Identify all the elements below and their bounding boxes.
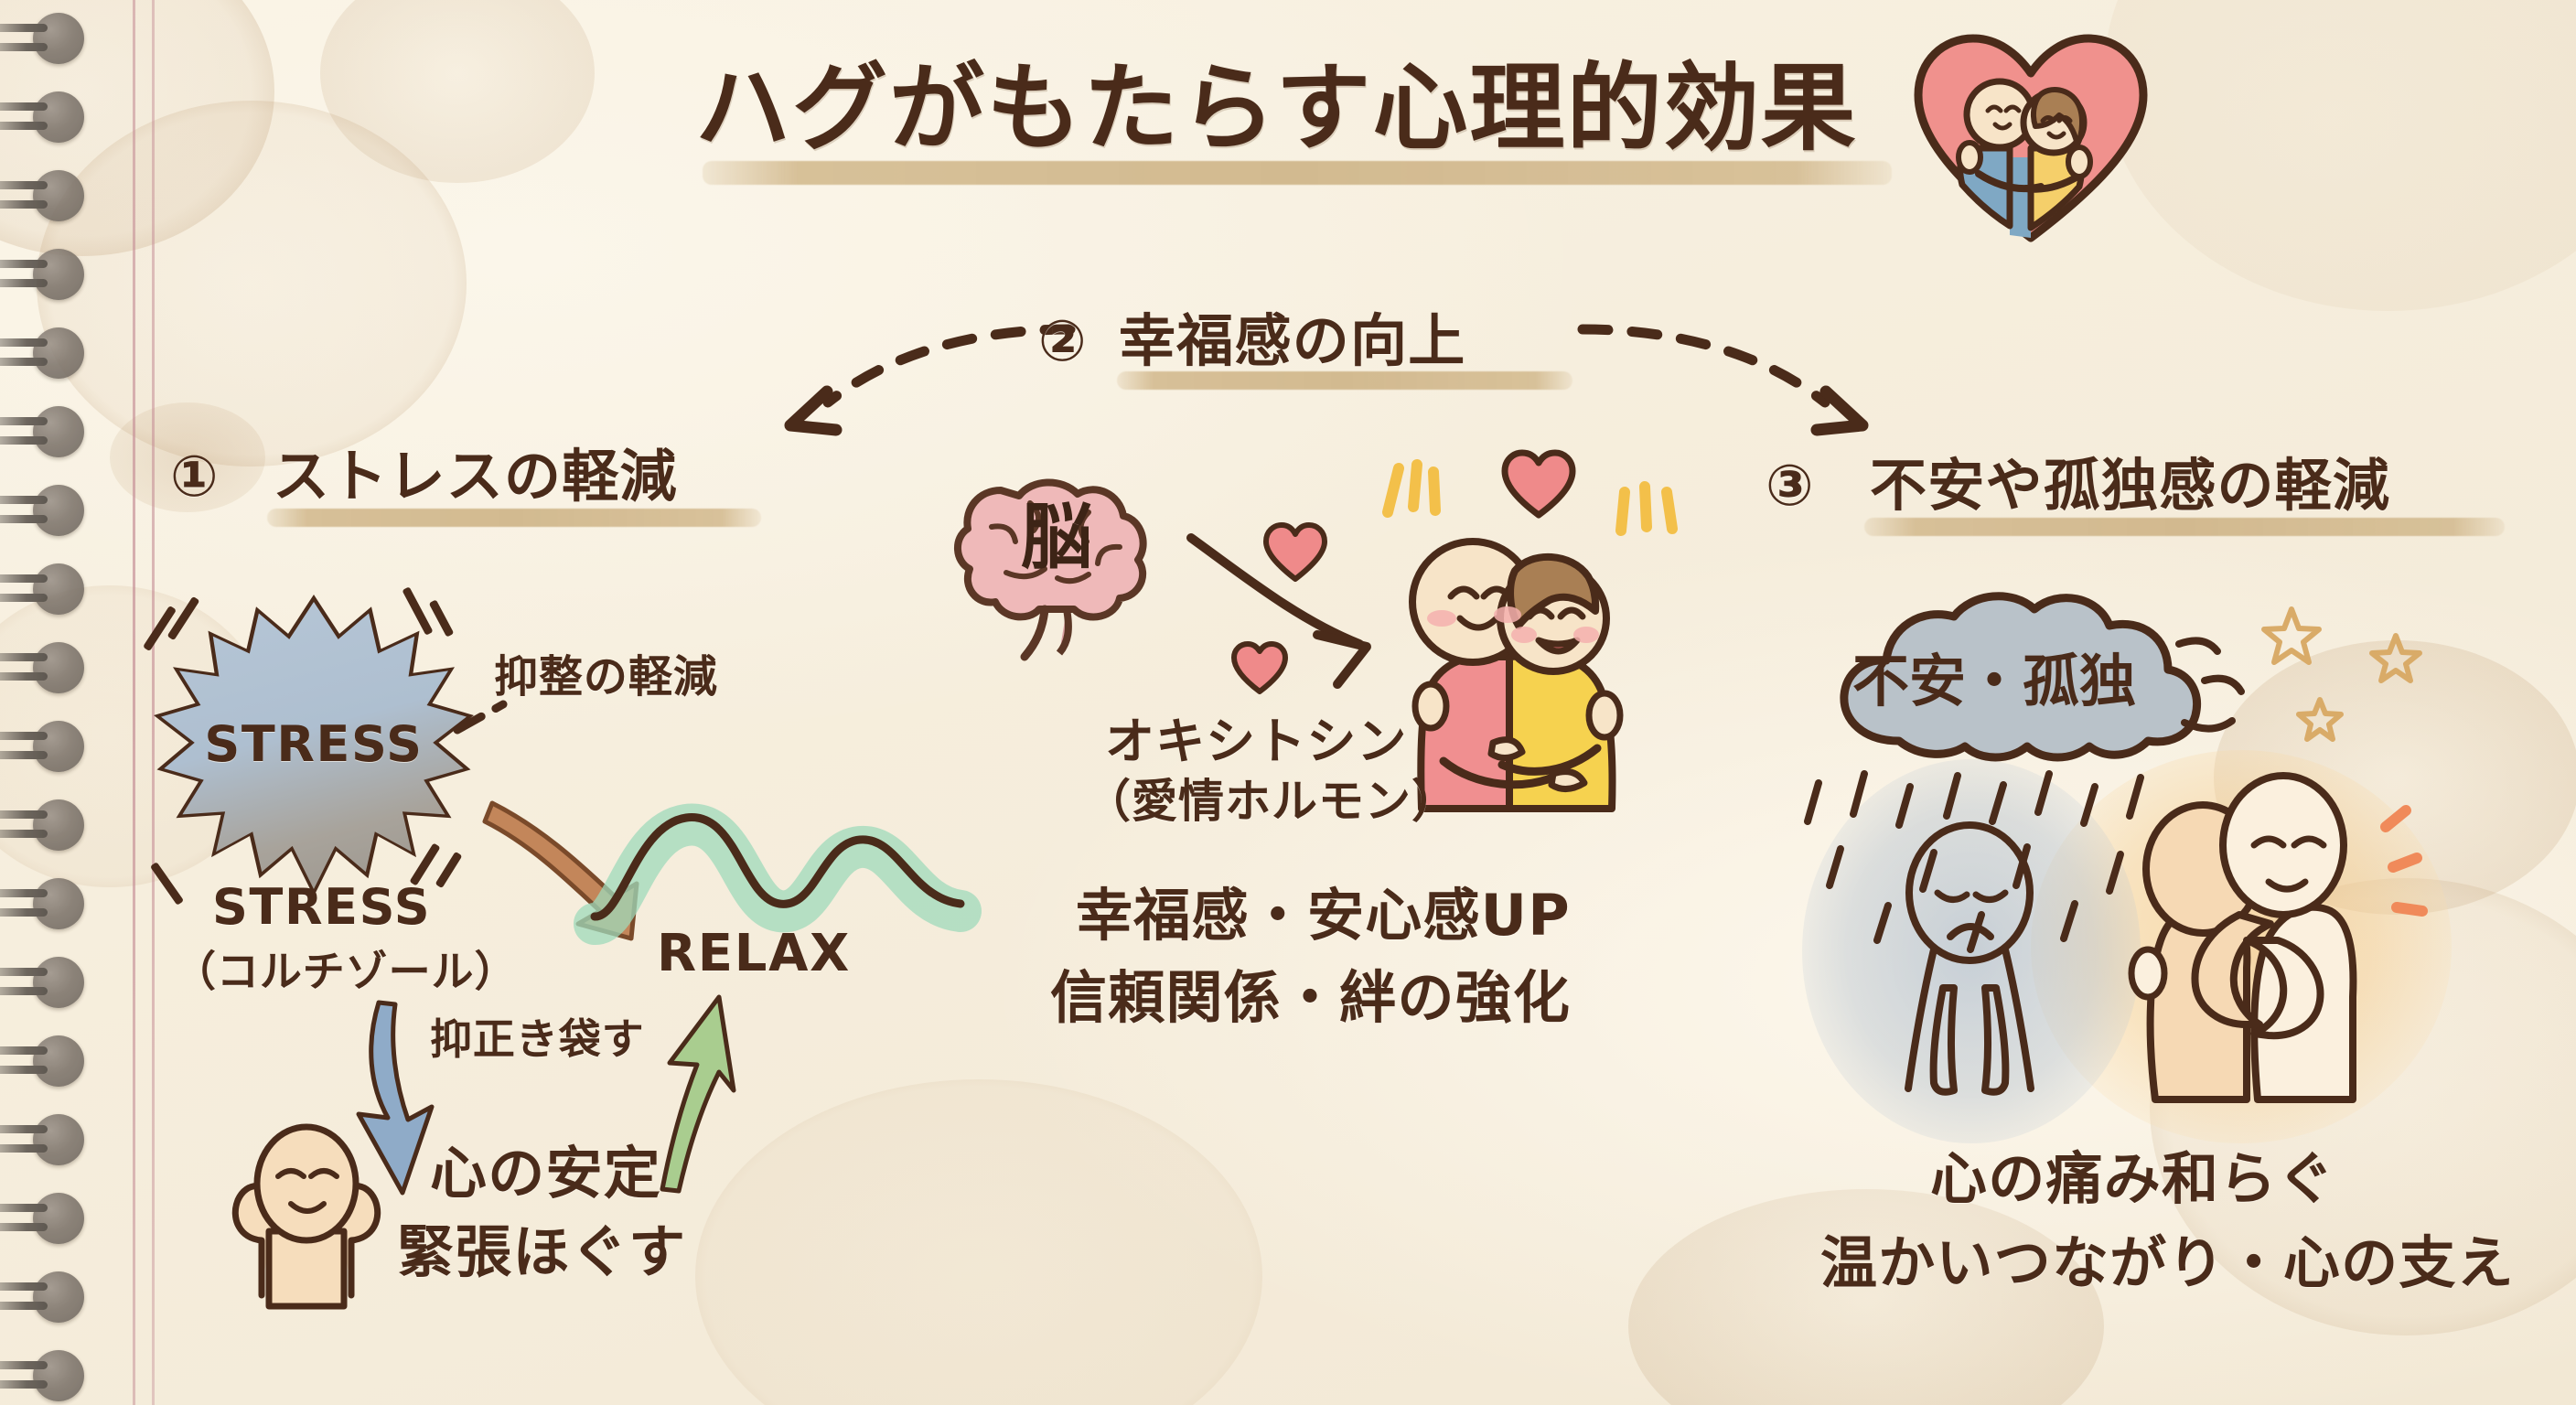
page-title-block: ハグがもたらす心理的効果 bbox=[695, 52, 1912, 185]
heart-icon bbox=[1230, 640, 1289, 695]
margin-rule-line bbox=[152, 0, 155, 1405]
stress-burst-icon: STRESS bbox=[154, 595, 474, 896]
section-1-heading: ストレスの軽減 bbox=[273, 443, 678, 509]
dashed-curve-arrow-left-icon bbox=[732, 311, 1098, 448]
green-up-arrow-icon bbox=[631, 988, 750, 1198]
binding-ring bbox=[0, 485, 84, 536]
section-1-heading-block: ① ストレスの軽減 bbox=[170, 437, 792, 547]
stress-caption-line1: STRESS bbox=[212, 878, 432, 936]
dashed-curve-arrow-right-icon bbox=[1555, 311, 1921, 448]
spiral-binding bbox=[0, 0, 110, 1405]
section-2-heading-block: ② 幸福感の向上 bbox=[1038, 302, 1605, 402]
binding-ring bbox=[0, 878, 84, 929]
svg-text:脳: 脳 bbox=[1021, 497, 1092, 579]
leader-line bbox=[448, 677, 622, 741]
relax-wave-icon bbox=[574, 768, 982, 951]
brain-icon: 脳 bbox=[951, 459, 1162, 670]
section-2-outcome-line1: 幸福感・安心感UP bbox=[1076, 882, 1571, 949]
binding-ring bbox=[0, 799, 84, 851]
oxytocin-label-line2: （愛情ホルモン） bbox=[1085, 775, 1458, 828]
binding-ring bbox=[0, 563, 84, 615]
binding-ring bbox=[0, 406, 84, 457]
section-3-outcome-line2: 温かいつながり・心の支え bbox=[1820, 1229, 2515, 1296]
sparkle-icon bbox=[1377, 457, 1450, 521]
relaxed-person-icon bbox=[207, 1112, 417, 1314]
section-1-highlight-underline bbox=[267, 509, 761, 527]
star-icon bbox=[2296, 695, 2344, 743]
stress-caption-line2: （コルチゾール） bbox=[174, 947, 518, 996]
section-1-outcome-line1: 心の安定 bbox=[430, 1140, 661, 1207]
heart-icon bbox=[1262, 521, 1328, 584]
oxytocin-label-line1: オキシトシン bbox=[1105, 713, 1408, 770]
page-title: ハグがもたらす心理的効果 bbox=[695, 52, 1858, 164]
binding-ring bbox=[0, 721, 84, 772]
section-1-outcome-line2: 緊張ほぐす bbox=[397, 1218, 687, 1285]
stress-reduction-label: 抑整の軽減 bbox=[494, 651, 718, 702]
rain-cloud-icon: 不安・孤独 bbox=[1791, 585, 2267, 814]
section-3-heading: 不安や孤独感の軽減 bbox=[1870, 452, 2391, 519]
section-3-heading-block: ③ 不安や孤独感の軽減 bbox=[1766, 446, 2552, 556]
comforting-hug-icon bbox=[2104, 767, 2406, 1105]
section-2-number: ② bbox=[1038, 307, 1088, 374]
happy-hugging-couple-icon bbox=[1365, 512, 1685, 814]
blue-down-arrow-icon bbox=[338, 997, 457, 1207]
section-2-heading: 幸福感の向上 bbox=[1119, 307, 1466, 374]
section-3-highlight-underline bbox=[1864, 518, 2505, 536]
binding-ring bbox=[0, 1350, 84, 1401]
binding-ring bbox=[0, 13, 84, 64]
binding-ring bbox=[0, 957, 84, 1008]
binding-ring bbox=[0, 1114, 84, 1165]
brown-arrow-icon bbox=[1180, 521, 1409, 704]
rain-drops-icon bbox=[1800, 768, 2184, 997]
binding-ring bbox=[0, 1035, 84, 1087]
margin-rule-line bbox=[133, 0, 135, 1405]
middle-transition-label: 抑正き袋す bbox=[430, 1014, 645, 1064]
binding-ring bbox=[0, 1271, 84, 1323]
sad-person-icon bbox=[1866, 821, 2077, 1096]
section-2-outcome-line2: 信頼関係・絆の強化 bbox=[1050, 964, 1572, 1031]
section-3-outcome-line1: 心の痛み和らぐ bbox=[1930, 1145, 2335, 1212]
glow-lines-icon bbox=[2369, 805, 2479, 951]
section-1-number: ① bbox=[170, 443, 220, 509]
title-highlight-underline bbox=[703, 161, 1892, 185]
binding-ring bbox=[0, 249, 84, 300]
stress-burst-label: STRESS bbox=[204, 715, 424, 773]
sparkle-icon bbox=[1610, 476, 1683, 540]
heart-icon bbox=[1500, 448, 1577, 520]
heart-hugging-couple-icon bbox=[1907, 20, 2154, 249]
binding-ring bbox=[0, 170, 84, 221]
section-2-highlight-underline bbox=[1117, 371, 1572, 390]
star-icon bbox=[2369, 631, 2422, 684]
relax-label: RELAX bbox=[657, 924, 851, 983]
binding-ring bbox=[0, 642, 84, 693]
binding-ring bbox=[0, 1193, 84, 1244]
svg-text:不安・孤独: 不安・孤独 bbox=[1852, 648, 2136, 714]
star-icon bbox=[2259, 604, 2324, 668]
section-3-number: ③ bbox=[1766, 452, 1815, 519]
binding-ring bbox=[0, 91, 84, 143]
binding-ring bbox=[0, 327, 84, 379]
